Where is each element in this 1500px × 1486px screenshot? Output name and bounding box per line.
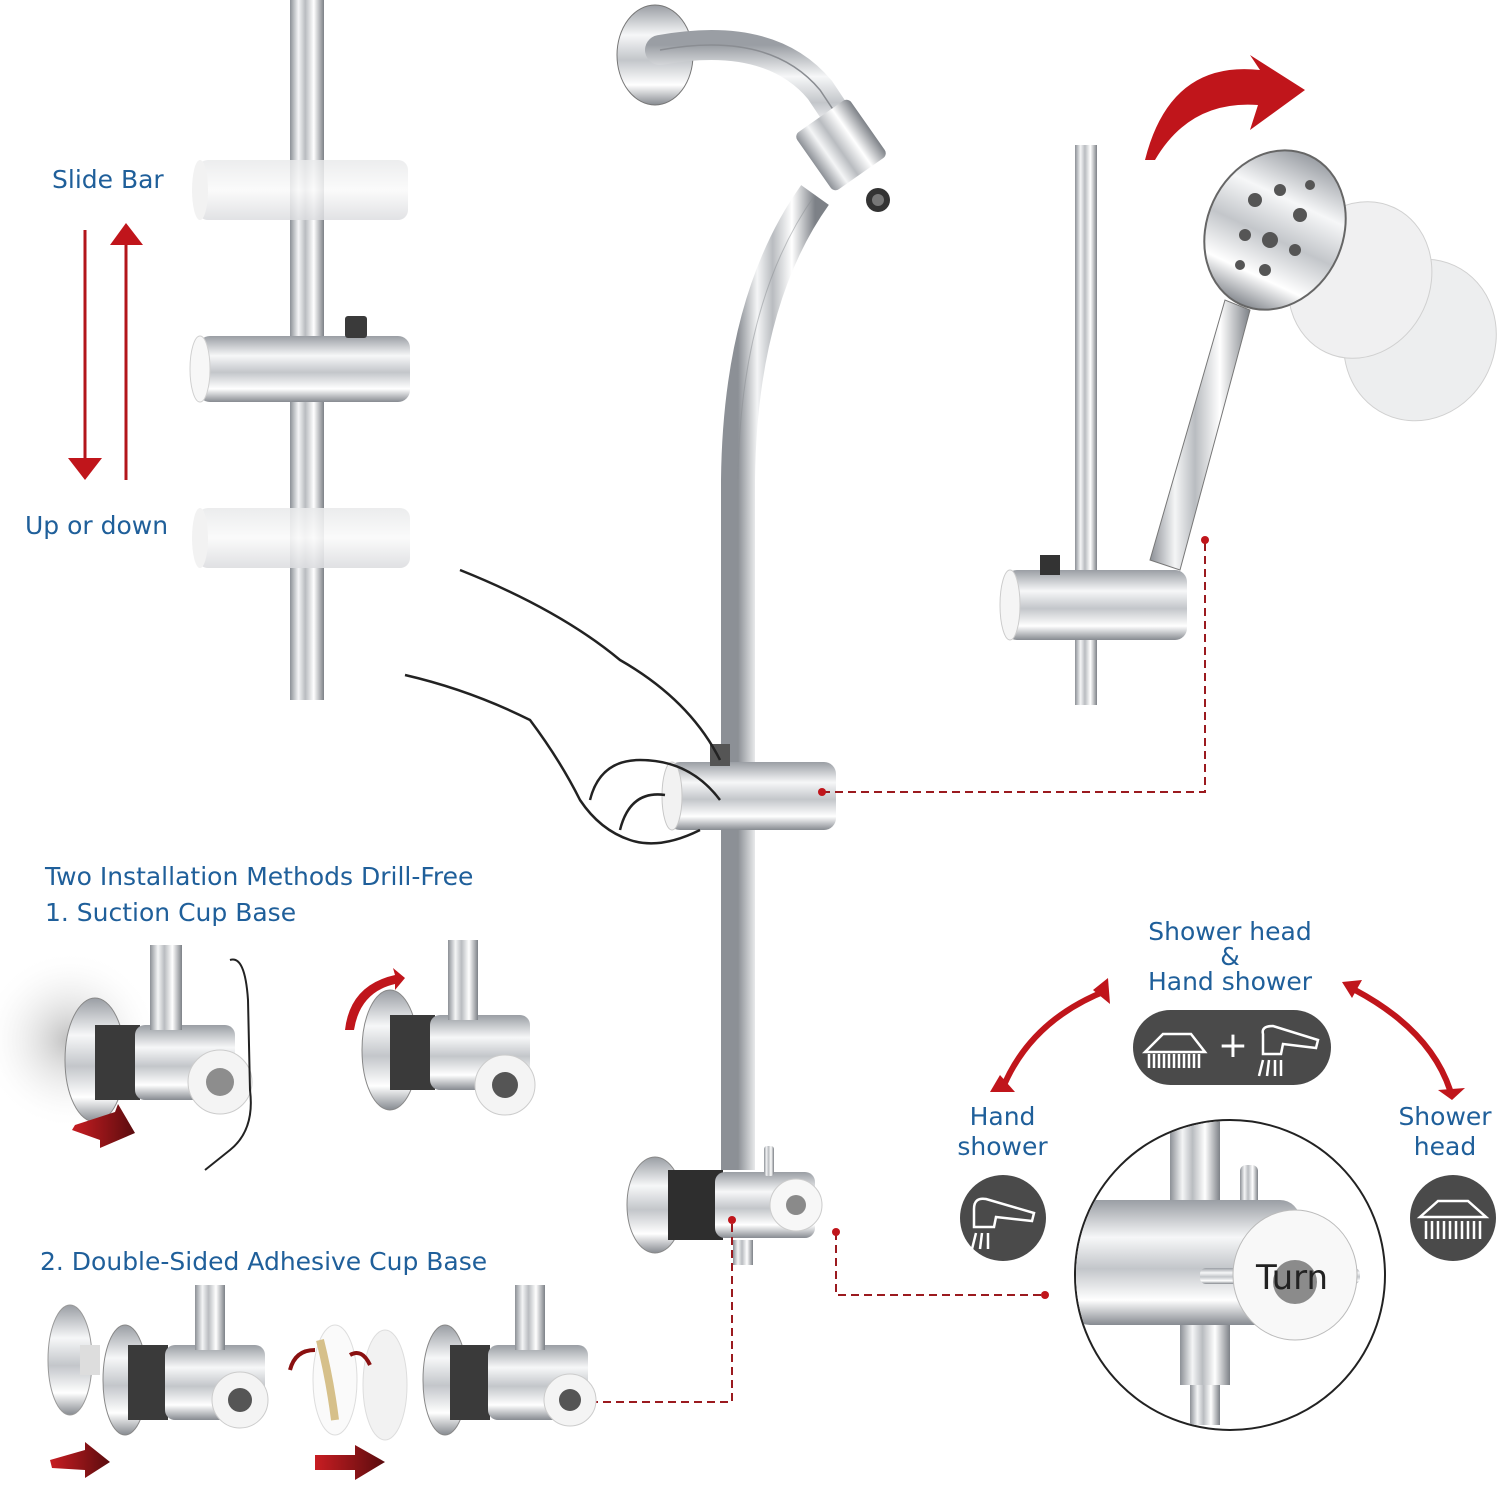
- hand-shower-icon: [960, 1175, 1046, 1261]
- plus-symbol: +: [1218, 1025, 1248, 1066]
- handshower-rotation-illustration: [999, 55, 1497, 705]
- installation-heading: Two Installation Methods Drill-Free: [45, 862, 474, 891]
- hand-shower-glyph: [970, 1197, 1036, 1250]
- slide-bar-illustration: [189, 0, 410, 700]
- callout-lines: [512, 540, 1206, 1403]
- mode-hand-line2: shower: [957, 1132, 1048, 1161]
- suction-cup-rotated-illustration: [345, 940, 536, 1116]
- mode-head-label: Shower head: [1390, 1102, 1500, 1162]
- diverter-detail-illustration: [990, 978, 1465, 1431]
- showerhead-plus-handshower-icon: +: [1133, 1010, 1331, 1085]
- adhesive-cup-illustration: [47, 1285, 597, 1480]
- hand-sketch: [404, 568, 722, 845]
- suction-cup-illustration: [0, 945, 253, 1171]
- mode-head-line1: Shower: [1398, 1102, 1492, 1131]
- mode-head-line2: head: [1413, 1132, 1477, 1161]
- slide-bar-caption: Up or down: [25, 511, 169, 540]
- mode-combined-label: Shower head & Hand shower: [1125, 917, 1335, 997]
- mode-combined-line2: &: [1220, 942, 1240, 971]
- combo-icon-glyph: +: [1141, 1024, 1320, 1077]
- shower-head-glyph: [1416, 1199, 1490, 1239]
- method-1-label: 1. Suction Cup Base: [45, 898, 297, 927]
- up-down-arrows-icon: [68, 223, 143, 480]
- shower-head-icon: [1410, 1175, 1496, 1261]
- mode-hand-label: Hand shower: [945, 1102, 1060, 1162]
- mode-hand-line1: Hand: [969, 1102, 1036, 1131]
- slide-bar-title: Slide Bar: [52, 165, 164, 194]
- diverter-knob-turn-label: Turn: [1256, 1258, 1329, 1298]
- mode-combined-line3: Hand shower: [1147, 967, 1313, 996]
- method-2-label: 2. Double-Sided Adhesive Cup Base: [40, 1247, 488, 1276]
- mode-combined-line1: Shower head: [1148, 917, 1312, 946]
- main-shower-column: [616, 4, 890, 1265]
